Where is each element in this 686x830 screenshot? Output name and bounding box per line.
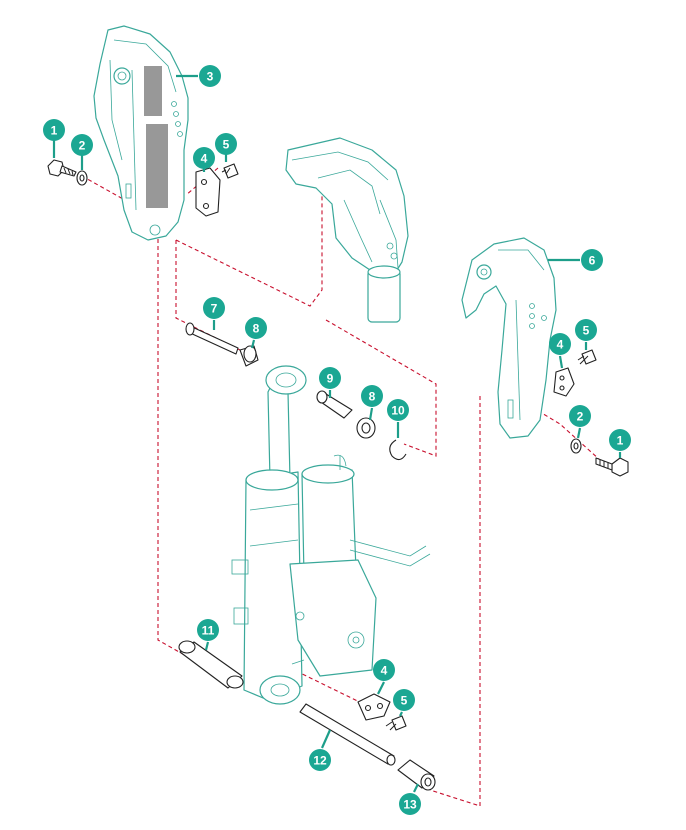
callout-bubble bbox=[581, 249, 603, 271]
callout-number: 4 bbox=[201, 152, 208, 166]
callout-5-c5b: 5 bbox=[575, 319, 597, 341]
callout-bubble bbox=[393, 689, 415, 711]
callout-4-c4b: 4 bbox=[549, 333, 571, 355]
callout-bubble bbox=[199, 65, 221, 87]
callout-bubble bbox=[387, 399, 409, 421]
callout-12-c12: 12 bbox=[309, 749, 331, 771]
callout-9-c9: 9 bbox=[319, 367, 341, 389]
bushing-8-lower bbox=[356, 417, 376, 439]
callout-4-c4c: 4 bbox=[373, 659, 395, 681]
callout-number: 1 bbox=[617, 434, 624, 448]
callout-bubble bbox=[361, 385, 383, 407]
callout-8-c8a: 8 bbox=[245, 317, 267, 339]
right-stern-bracket bbox=[461, 237, 557, 439]
lower-plate-4 bbox=[357, 693, 391, 721]
callout-number: 2 bbox=[79, 139, 86, 153]
callout-bubble bbox=[71, 134, 93, 156]
left-bolt-1 bbox=[47, 159, 77, 177]
callout-bubble bbox=[399, 793, 421, 815]
callout-number: 5 bbox=[401, 694, 408, 708]
callout-10-c10: 10 bbox=[387, 399, 409, 421]
power-trim-tilt-unit bbox=[231, 365, 431, 705]
callout-bubble bbox=[373, 659, 395, 681]
right-bolt-1 bbox=[595, 457, 629, 477]
callout-8-c8b: 8 bbox=[361, 385, 383, 407]
callout-number: 6 bbox=[589, 254, 596, 268]
left-screw-5 bbox=[221, 163, 239, 179]
callout-number: 5 bbox=[583, 324, 590, 338]
callout-1-c1a: 1 bbox=[43, 119, 65, 141]
callout-number: 8 bbox=[253, 322, 260, 336]
callout-number: 9 bbox=[327, 372, 334, 386]
bushing-8-upper bbox=[239, 345, 259, 367]
pin-12 bbox=[299, 703, 396, 766]
callout-bubble bbox=[569, 405, 591, 427]
callout-number: 3 bbox=[207, 70, 214, 84]
lower-screw-5 bbox=[385, 715, 407, 731]
callout-number: 8 bbox=[369, 390, 376, 404]
sleeve-9 bbox=[316, 390, 353, 419]
callout-2-c2a: 2 bbox=[71, 134, 93, 156]
callout-5-c5c: 5 bbox=[393, 689, 415, 711]
right-screw-5 bbox=[577, 349, 597, 365]
left-stern-bracket bbox=[93, 25, 189, 241]
callout-bubble bbox=[319, 367, 341, 389]
callout-bubble bbox=[215, 133, 237, 155]
callout-bubble bbox=[197, 619, 219, 641]
callout-bubble bbox=[549, 333, 571, 355]
callout-bubble bbox=[203, 297, 225, 319]
callout-number: 2 bbox=[577, 410, 584, 424]
callout-3-c3: 3 bbox=[199, 65, 221, 87]
bushing-13 bbox=[397, 759, 436, 791]
callout-bubble bbox=[609, 429, 631, 451]
left-plate-4 bbox=[195, 167, 221, 217]
clip-10 bbox=[389, 439, 407, 461]
callout-number: 7 bbox=[211, 302, 218, 316]
callout-bubble bbox=[245, 317, 267, 339]
left-washer-2 bbox=[76, 170, 88, 186]
callout-bubble bbox=[193, 147, 215, 169]
callout-number: 4 bbox=[557, 338, 564, 352]
callout-11-c11: 11 bbox=[197, 619, 219, 641]
callout-number: 4 bbox=[381, 664, 388, 678]
callout-13-c13: 13 bbox=[399, 793, 421, 815]
right-washer-2 bbox=[570, 438, 582, 454]
callout-7-c7: 7 bbox=[203, 297, 225, 319]
callout-1-c1b: 1 bbox=[609, 429, 631, 451]
callout-bubble bbox=[43, 119, 65, 141]
right-plate-4 bbox=[553, 367, 575, 397]
callout-2-c2b: 2 bbox=[569, 405, 591, 427]
callout-bubble bbox=[309, 749, 331, 771]
callout-number: 12 bbox=[313, 754, 327, 768]
callout-bubble bbox=[575, 319, 597, 341]
callout-leaders bbox=[52, 74, 622, 793]
sleeve-11 bbox=[178, 640, 244, 689]
callout-number: 11 bbox=[202, 624, 215, 638]
callout-4-c4a: 4 bbox=[193, 147, 215, 169]
swivel-bracket bbox=[285, 137, 409, 323]
callout-6-c6: 6 bbox=[581, 249, 603, 271]
pin-7 bbox=[185, 322, 239, 355]
callout-number: 10 bbox=[391, 404, 405, 418]
callout-number: 13 bbox=[403, 798, 417, 812]
callout-number: 5 bbox=[223, 138, 230, 152]
callout-5-c5a: 5 bbox=[215, 133, 237, 155]
callout-number: 1 bbox=[51, 124, 58, 138]
